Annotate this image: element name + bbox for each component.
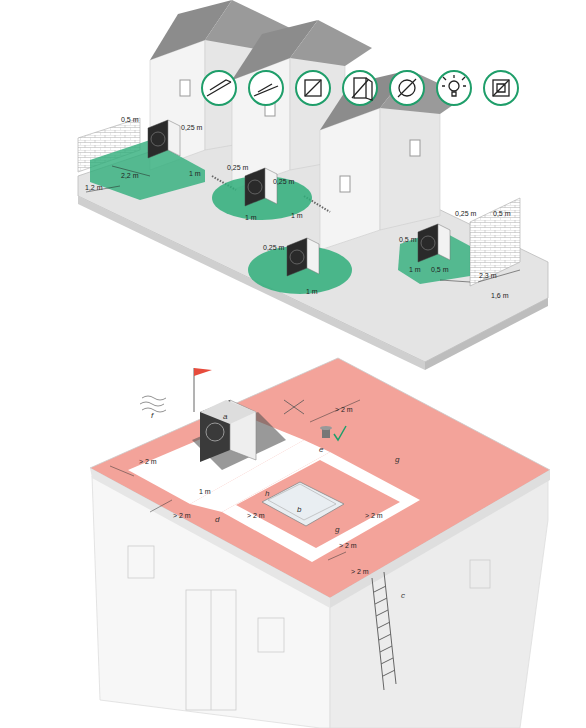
dimension-label: > 2 m xyxy=(338,542,358,550)
dimension-label: 0,5 m xyxy=(492,210,512,218)
callout-letter: e xyxy=(318,446,324,454)
dimension-label: 0,25 m xyxy=(454,210,477,218)
dimension-label: 1 m xyxy=(244,214,258,222)
dimension-label: > 2 m xyxy=(364,512,384,520)
dimension-label: 1 m xyxy=(305,288,319,296)
dimension-label: > 2 m xyxy=(172,512,192,520)
dimension-label: 0,5 m xyxy=(430,266,450,274)
dimension-label: 1 m xyxy=(408,266,422,274)
callout-letter: g xyxy=(334,526,340,534)
dimension-label: 1 m xyxy=(290,212,304,220)
dimension-label: > 2 m xyxy=(246,512,266,520)
dimension-label: 0,25 m xyxy=(272,178,295,186)
callout-letter: f xyxy=(150,412,154,420)
dimension-label: 1,2 m xyxy=(84,184,104,192)
dimension-label: 2,2 m xyxy=(120,172,140,180)
callout-letter: c xyxy=(400,592,406,600)
dimension-label: 1 m xyxy=(198,488,212,496)
dimension-label: 0,25 m xyxy=(180,124,203,132)
dimension-label: 0,5 m xyxy=(120,116,140,124)
callout-letter: b xyxy=(296,506,302,514)
dimension-label: 1 m xyxy=(188,170,202,178)
dimension-label: > 2 m xyxy=(350,568,370,576)
dimension-label: 0,25 m xyxy=(226,164,249,172)
callout-letter: g xyxy=(394,456,400,464)
dimension-label: 1,6 m xyxy=(490,292,510,300)
dimension-label: 0,25 m xyxy=(262,244,285,252)
dimension-label: 2,3 m xyxy=(478,272,498,280)
dimension-label: > 2 m xyxy=(138,458,158,466)
dimension-label: > 2 m xyxy=(334,406,354,414)
callout-letter: a xyxy=(222,413,228,421)
callout-letter: h xyxy=(264,490,270,498)
dimension-label: 0,5 m xyxy=(398,236,418,244)
callout-letter: d xyxy=(214,516,220,524)
